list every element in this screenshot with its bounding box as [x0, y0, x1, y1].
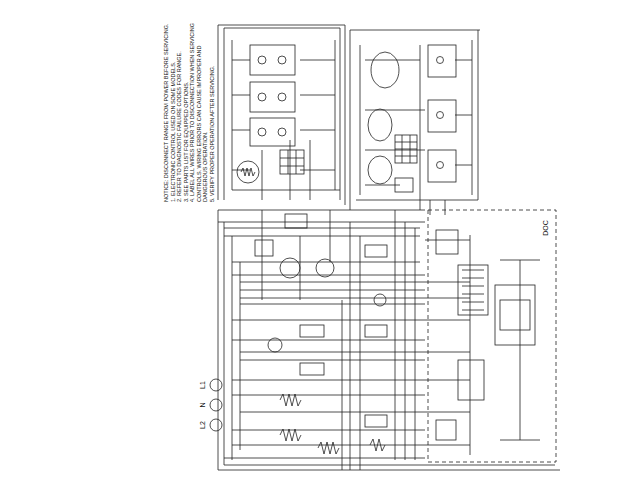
terminal-grid	[280, 150, 304, 174]
control-board	[495, 285, 535, 345]
switch-contact	[258, 128, 266, 136]
terminal-grid	[280, 150, 304, 174]
motor-symbol	[280, 258, 300, 278]
infinite-switch	[428, 100, 456, 132]
wire-bundle	[350, 30, 480, 215]
switch-contact	[437, 162, 444, 169]
service-note: 3. SEE PARTS LIST FOR EQUIPPED OPTIONS.	[183, 22, 190, 202]
control-board	[436, 230, 458, 254]
switch-contact	[437, 112, 444, 119]
wire-label: L1	[199, 380, 207, 390]
control-board	[458, 265, 488, 315]
terminal-symbol	[210, 379, 222, 391]
motor-symbol	[316, 259, 334, 277]
element-symbol	[368, 156, 392, 184]
element-symbol	[368, 109, 392, 141]
switch-contact	[258, 93, 266, 101]
service-note: 5. VERIFY PROPER OPERATION AFTER SERVICI…	[209, 22, 216, 202]
lamp-symbol	[374, 294, 386, 306]
switch-contact	[258, 56, 266, 64]
control-board	[436, 420, 456, 440]
control-board	[500, 300, 530, 330]
control-boundary	[428, 210, 556, 462]
element-coil	[280, 394, 385, 454]
wire-bundle	[425, 235, 540, 455]
service-note: NOTICE: DISCONNECT RANGE FROM POWER BEFO…	[163, 22, 170, 202]
service-note: 4. LABEL ALL WIRES PRIOR TO DISCONNECTIO…	[189, 22, 209, 202]
relay-box	[300, 363, 324, 375]
terminal-symbol	[210, 399, 222, 411]
element-symbol	[371, 52, 399, 88]
switch-symbol	[395, 178, 413, 192]
element-symbol	[237, 161, 259, 183]
infinite-switch	[250, 45, 295, 75]
switch-contact	[278, 128, 286, 136]
element-coil	[241, 168, 255, 176]
infinite-switch	[250, 118, 295, 146]
relay-box	[285, 214, 307, 228]
switch-contact	[278, 93, 286, 101]
wire-label: N	[199, 401, 207, 408]
relay-box	[255, 240, 273, 256]
notes-block: NOTICE: DISCONNECT RANGE FROM POWER BEFO…	[163, 22, 215, 202]
service-note: 2. REFER TO DIAGNOSTIC FAILURE CODES FOR…	[176, 22, 183, 202]
control-board	[458, 360, 484, 400]
relay-box	[365, 245, 387, 257]
switch-contact	[278, 56, 286, 64]
wire-label: L2	[199, 420, 207, 430]
infinite-switch	[428, 150, 456, 182]
terminal-grid	[395, 135, 417, 163]
infinite-switch	[428, 45, 456, 77]
relay-box	[365, 415, 387, 427]
lamp-symbol	[268, 338, 282, 352]
relay-box	[300, 325, 324, 337]
wire-bundle	[218, 25, 345, 205]
connector-pins	[462, 270, 484, 310]
relay-box	[365, 325, 387, 337]
service-note: 1. ELECTRONIC CONTROL USED ON SOME MODEL…	[170, 22, 177, 202]
wire-label: DOC	[542, 219, 550, 237]
infinite-switch	[250, 82, 295, 112]
terminal-grid	[395, 135, 417, 163]
terminal-symbol	[210, 419, 222, 431]
switch-contact	[437, 57, 444, 64]
wire-bundle	[218, 210, 560, 470]
